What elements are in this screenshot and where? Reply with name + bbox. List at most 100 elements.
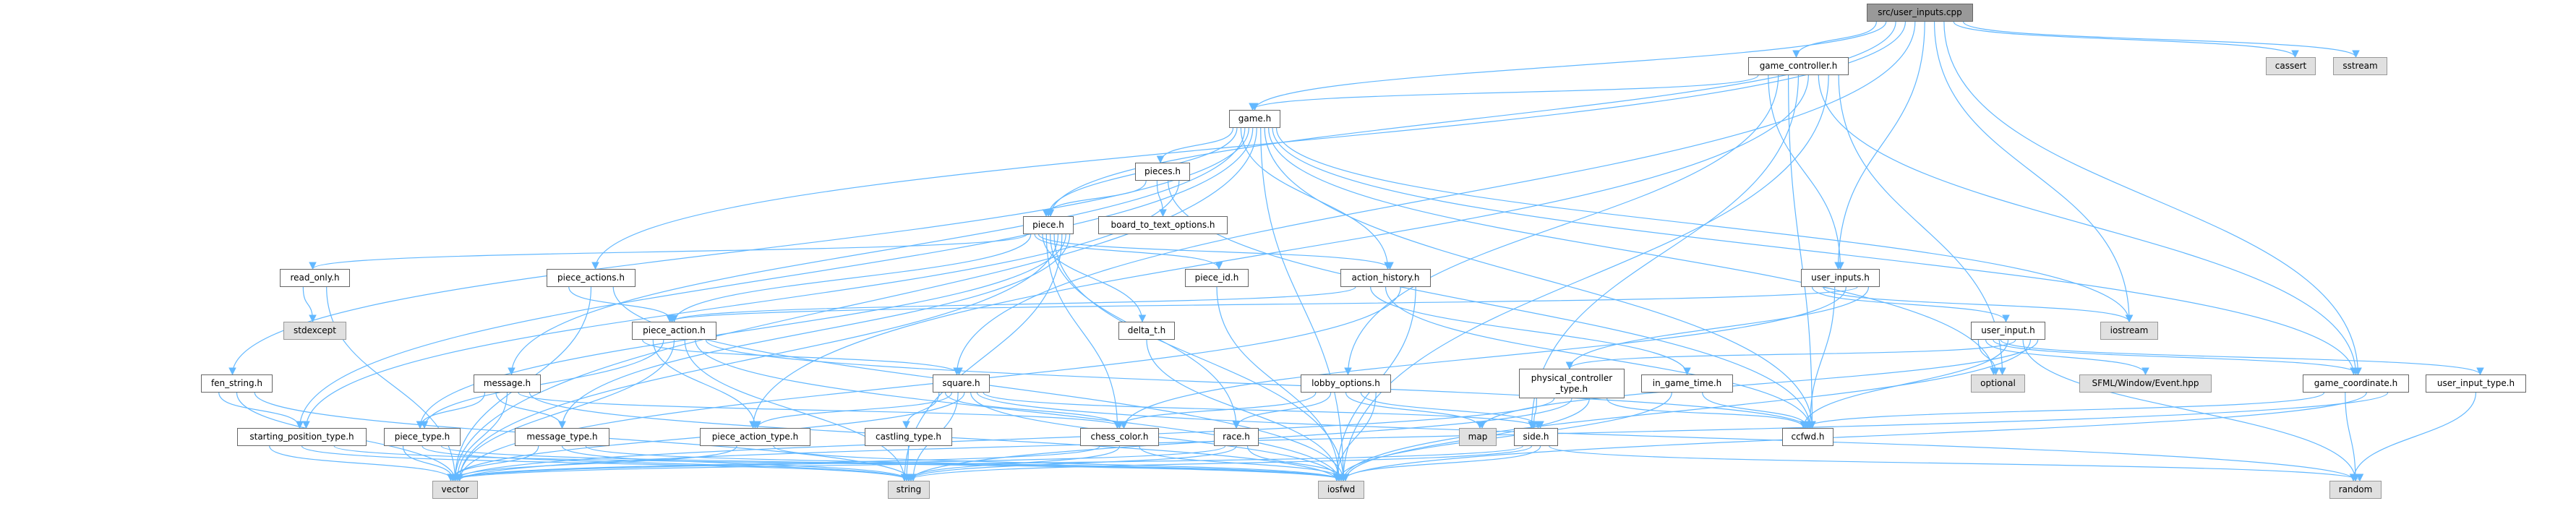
edge-side-to-vector (449, 445, 1523, 482)
node-physical[interactable]: physical_controller _type.h (1519, 369, 1625, 398)
edge-root-to-cassert (1953, 21, 2299, 59)
edge-race-to-iosfwd (1246, 445, 1348, 482)
node-piece-action-type[interactable]: piece_action_type.h (700, 428, 810, 446)
edge-game_controller-to-optional (1838, 74, 2006, 376)
node-lobby-options[interactable]: lobby_options.h (1301, 374, 1391, 393)
edge-game_controller-to-piece_action_type (749, 74, 1809, 429)
node-square[interactable]: square.h (933, 374, 990, 393)
edge-message_type-to-string (561, 445, 913, 482)
edge-game_coordinate-to-ccfwd (1802, 392, 2324, 429)
edge-game_coordinate-to-random (2345, 392, 2360, 482)
node-fen-string[interactable]: fen_string.h (201, 374, 273, 393)
node-read-only[interactable]: read_only.h (280, 269, 350, 287)
node-message-type[interactable]: message_type.h (515, 428, 609, 446)
node-delta-t[interactable]: delta_t.h (1118, 322, 1175, 340)
edge-root-to-game (1251, 21, 1887, 111)
edge-piece_type-to-iosfwd (440, 445, 1347, 482)
edge-square-to-side (983, 392, 1542, 429)
node-game-controller[interactable]: game_controller.h (1748, 57, 1849, 75)
edge-lobby_options-to-race (1232, 392, 1332, 429)
node-root[interactable]: src/user_inputs.cpp (1867, 4, 1973, 22)
edge-game_controller-to-iosfwd (1339, 74, 1829, 482)
edge-user_inputs-to-physical (1565, 286, 1870, 370)
node-piece-action[interactable]: piece_action.h (632, 322, 716, 340)
node-map[interactable]: map (1459, 428, 1497, 446)
edge-message-to-chess_color (518, 392, 1128, 429)
edge-race-to-string (904, 445, 1237, 482)
node-piece[interactable]: piece.h (1023, 216, 1074, 234)
edge-game-to-fen_string (228, 127, 1249, 376)
edge-user_input-to-optional (1977, 339, 2000, 376)
edge-game-to-message (508, 127, 1246, 376)
node-castling-type[interactable]: castling_type.h (865, 428, 952, 446)
edge-piece-to-piece_action (670, 234, 1032, 323)
node-cassert[interactable]: cassert (2266, 57, 2316, 75)
node-action-history[interactable]: action_history.h (1340, 269, 1431, 287)
edge-user_inputs-to-ccfwd (1806, 286, 1836, 429)
edge-physical-to-vector (451, 398, 1555, 482)
node-piece-actions[interactable]: piece_actions.h (547, 269, 636, 287)
node-iostream[interactable]: iostream (2100, 322, 2158, 340)
node-user-input-type[interactable]: user_input_type.h (2426, 374, 2526, 393)
edge-game-to-optional (1268, 127, 1998, 376)
edge-lobby_options-to-chess_color (1113, 392, 1317, 429)
node-in-game-time[interactable]: in_game_time.h (1641, 374, 1733, 393)
edge-square-to-random (976, 392, 2360, 482)
edge-piece_action-to-string (684, 339, 909, 482)
edge-root-to-sstream (1963, 21, 2360, 59)
edge-user_inputs-to-piece_action (666, 286, 1858, 323)
edge-side-to-iosfwd (1339, 445, 1541, 482)
edge-piece-to-vector (455, 234, 1059, 482)
edge-user_inputs-to-iostream (1823, 286, 2134, 323)
node-game-coordinate[interactable]: game_coordinate.h (2303, 374, 2409, 393)
node-sstream[interactable]: sstream (2333, 57, 2387, 75)
edge-root-to-game_coordinate (1943, 21, 2362, 376)
node-string[interactable]: string (888, 481, 930, 499)
node-race[interactable]: race.h (1214, 428, 1259, 446)
edge-lobby_options-to-map (1345, 392, 1484, 429)
node-user-input[interactable]: user_input.h (1971, 322, 2045, 340)
edge-side-to-random (1549, 445, 2364, 482)
edge-pieces-to-board_to_text (1156, 180, 1167, 218)
node-side[interactable]: side.h (1514, 428, 1558, 446)
node-vector[interactable]: vector (432, 481, 478, 499)
node-random[interactable]: random (2329, 481, 2382, 499)
node-chess-color[interactable]: chess_color.h (1080, 428, 1159, 446)
edge-read_only-to-stdexcept (302, 286, 317, 323)
node-game[interactable]: game.h (1229, 110, 1280, 128)
edge-lobby_options-to-iosfwd (1332, 392, 1377, 482)
node-optional[interactable]: optional (1971, 374, 2025, 393)
node-stdexcept[interactable]: stdexcept (283, 322, 346, 340)
edge-game_controller-to-ccfwd (1788, 74, 1816, 429)
node-ccfwd[interactable]: ccfwd.h (1782, 428, 1833, 446)
edge-square-to-piece_action_type (753, 392, 952, 429)
edge-user_input-to-game_coordinate (1993, 339, 2362, 376)
edge-game_controller-to-game_coordinate (1818, 74, 2360, 376)
edge-fen_string-to-starting_position_type (218, 392, 304, 429)
edge-game_controller-to-lobby_options (1344, 74, 1779, 376)
edge-user_input-to-physical (1565, 339, 2016, 370)
node-user-inputs[interactable]: user_inputs.h (1801, 269, 1880, 287)
edge-piece-to-read_only (309, 234, 1027, 270)
edge-game-to-iostream (1275, 127, 2134, 323)
node-piece-id[interactable]: piece_id.h (1185, 269, 1249, 287)
edge-user_inputs-to-user_input (1811, 286, 2010, 323)
edge-user_input-to-iosfwd (1339, 339, 2031, 482)
edge-square-to-chess_color (944, 392, 1124, 429)
node-message[interactable]: message.h (474, 374, 541, 393)
edge-root-to-iostream (1933, 21, 2134, 323)
node-sfml[interactable]: SFML/Window/Event.hpp (2079, 374, 2212, 393)
node-starting-position-type[interactable]: starting_position_type.h (237, 428, 367, 446)
node-board-to-text[interactable]: board_to_text_options.h (1098, 216, 1228, 234)
edge-game-to-ccfwd (1264, 127, 1816, 429)
node-iosfwd[interactable]: iosfwd (1318, 481, 1364, 499)
edge-physical-to-ccfwd (1606, 398, 1807, 429)
edge-piece_action-to-piece_action_type (652, 339, 759, 429)
node-pieces[interactable]: pieces.h (1135, 163, 1190, 181)
edge-game-to-game_coordinate (1272, 127, 2358, 376)
edge-square-to-castling_type (902, 392, 940, 429)
edge-game_controller-to-side (1528, 74, 1800, 429)
edge-game_coordinate-to-iosfwd (1339, 392, 2367, 482)
edge-game-to-pieces (1156, 127, 1234, 164)
node-piece-type[interactable]: piece_type.h (384, 428, 461, 446)
